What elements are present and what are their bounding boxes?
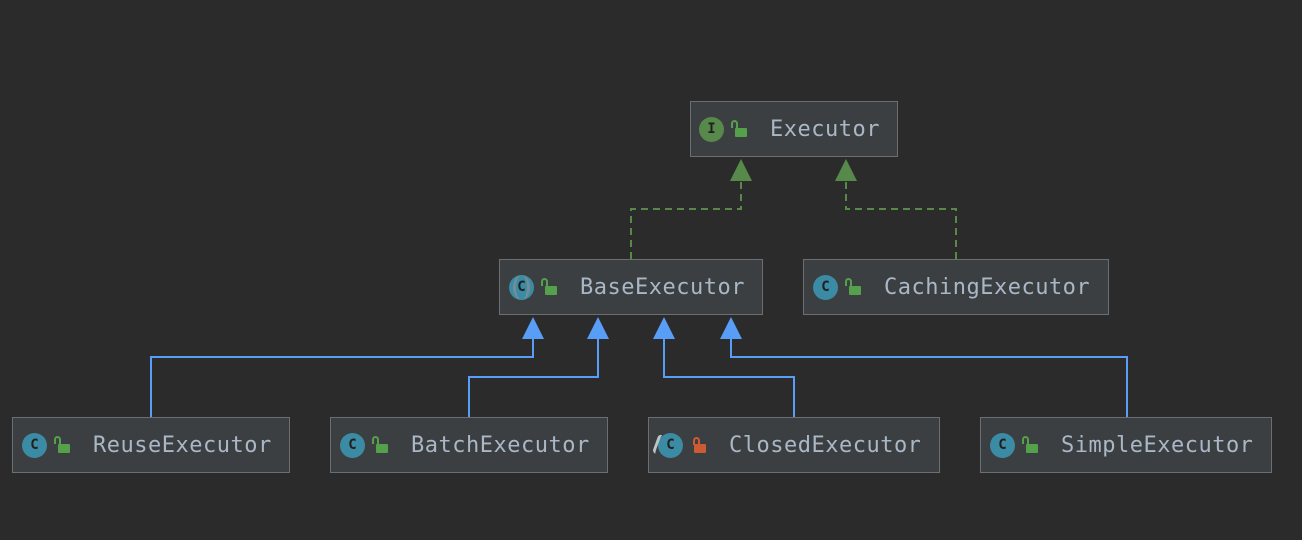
node-batch-executor[interactable]: C BatchExecutor [330,417,608,473]
node-caching-executor[interactable]: C CachingExecutor [803,259,1109,315]
class-icon: C [340,432,365,458]
node-label: Executor [770,116,880,142]
edge-closed-to-base [663,339,795,417]
node-label: ReuseExecutor [93,432,272,458]
edge-reuse-to-base [150,339,534,417]
class-icon: C [813,274,838,300]
class-icon: C [990,432,1015,458]
edge-caching-to-executor [845,181,957,259]
node-closed-executor[interactable]: C ClosedExecutor [648,417,940,473]
node-label: SimpleExecutor [1061,432,1254,458]
locked-icon [692,436,706,454]
node-simple-executor[interactable]: C SimpleExecutor [980,417,1272,473]
badge-letter: C [998,437,1007,453]
arrowhead-reuse-to-base [522,317,544,339]
arrowhead-simple-to-base [720,317,742,339]
node-label: BaseExecutor [580,274,745,300]
arrowhead-batch-to-base [587,317,609,339]
edge-simple-to-base [730,339,1128,417]
abstract-class-icon: C [509,274,534,300]
node-reuse-executor[interactable]: C ReuseExecutor [12,417,290,473]
badge-letter: I [707,121,716,137]
badge-letter: C [30,437,39,453]
badge-letter: C [666,437,675,453]
badge-letter: C [517,279,526,295]
unlocked-icon [1022,436,1038,454]
unlocked-icon [541,278,557,296]
arrowhead-closed-to-base [653,317,675,339]
class-icon: C [22,432,47,458]
arrowhead-caching-to-executor [835,159,857,181]
arrowhead-base-to-executor [730,159,752,181]
unlocked-icon [372,436,388,454]
unlocked-icon [54,436,70,454]
node-label: CachingExecutor [884,274,1091,300]
final-class-icon: C [658,432,683,458]
edge-base-to-executor [630,181,742,259]
unlocked-icon [731,120,747,138]
edge-batch-to-base [468,339,599,417]
interface-icon: I [699,116,724,142]
node-label: BatchExecutor [411,432,590,458]
badge-letter: C [821,279,830,295]
node-label: ClosedExecutor [729,432,922,458]
node-base-executor[interactable]: C BaseExecutor [499,259,763,315]
unlocked-icon [845,278,861,296]
badge-letter: C [348,437,357,453]
node-executor[interactable]: I Executor [690,101,898,157]
